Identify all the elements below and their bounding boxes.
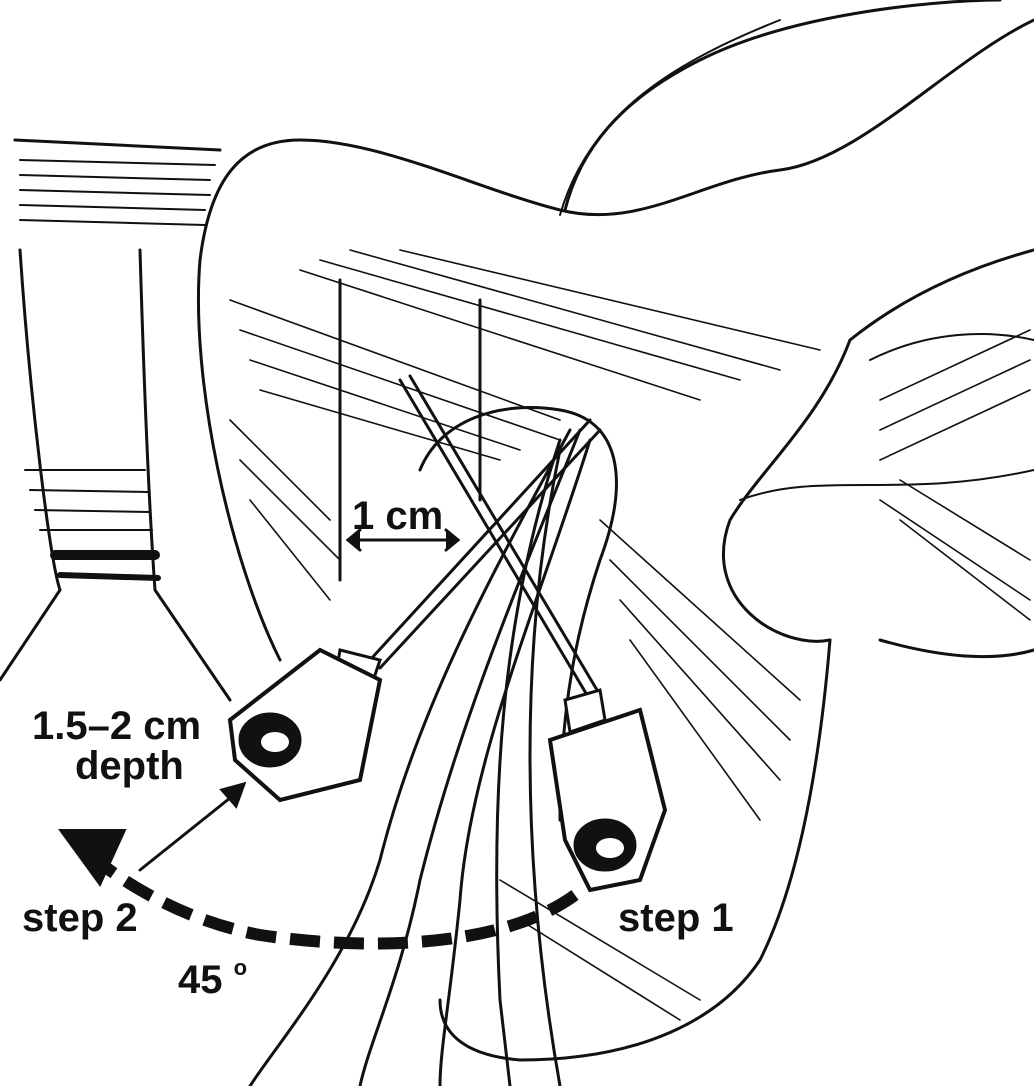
distance-arrow [345,528,461,552]
depth-arrow [138,781,247,872]
needle-step1 [398,374,668,893]
angle-label: 45 o [178,948,247,1000]
step2-label: step 2 [22,896,138,940]
rotation-arc-dashed [86,850,579,950]
shoulder-outline [196,0,1034,1062]
angle-value: 45 [178,958,223,1002]
angle-unit: o [233,955,248,980]
depth-value-label: 1.5–2 cm [32,704,202,748]
left-limb [0,138,232,702]
glenoid-outline [418,406,618,822]
distance-label: 1 cm [352,494,444,538]
needle-step2 [227,418,602,803]
rotation-arrowhead [58,829,127,887]
muscle-hatching [229,249,1031,1021]
depth-word-label: depth [75,744,184,788]
step1-label: step 1 [618,896,734,940]
